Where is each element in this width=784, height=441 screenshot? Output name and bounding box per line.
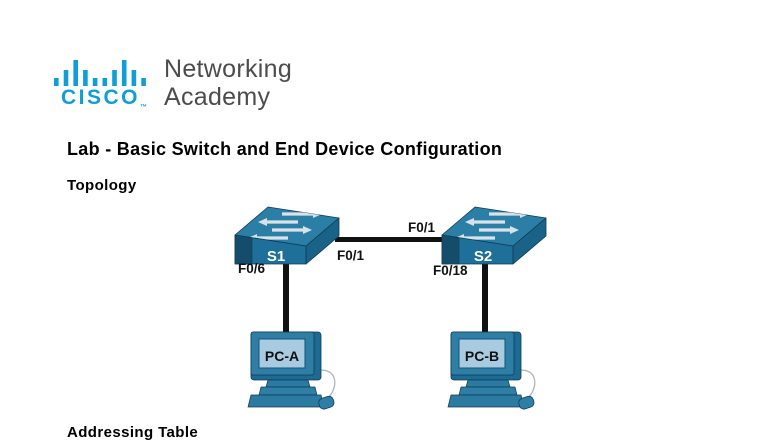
port-label-s2-uplink: F0/1	[408, 220, 436, 235]
pc-b-label: PC-B	[465, 348, 499, 364]
org-line-2: Academy	[164, 83, 271, 111]
link-s1-pca-cable	[283, 260, 289, 334]
port-label-s1-uplink: F0/1	[337, 248, 365, 263]
mouse-icon	[318, 395, 335, 410]
pc-a-label: PC-A	[265, 348, 299, 364]
trademark-symbol: ™	[140, 104, 148, 111]
pc-a-icon: PC-A	[245, 330, 337, 412]
cisco-logo-bars-icon	[54, 59, 150, 86]
port-label-s2-access: F0/18	[433, 263, 468, 278]
mouse-icon	[518, 395, 535, 410]
cisco-wordmark-text: CISCO	[61, 86, 141, 109]
addressing-table-heading: Addressing Table	[67, 424, 199, 441]
switch-s1-icon: S1	[234, 204, 340, 266]
cisco-wordmark: CISCO™	[61, 86, 147, 111]
link-s2-pcb-cable	[482, 260, 488, 334]
pc-b-icon: PC-B	[445, 330, 537, 412]
switch-s2-label: S2	[474, 248, 492, 265]
port-label-s1-access: F0/6	[238, 261, 266, 276]
page-title: Lab - Basic Switch and End Device Config…	[67, 139, 503, 159]
link-s1-s2-cable	[335, 237, 446, 242]
switch-s2-icon: S2	[441, 204, 547, 266]
switch-s1-label: S1	[267, 248, 285, 265]
topology-heading: Topology	[67, 177, 137, 194]
networking-academy-text: Networking Academy	[164, 55, 292, 111]
org-line-1: Networking	[164, 55, 293, 83]
